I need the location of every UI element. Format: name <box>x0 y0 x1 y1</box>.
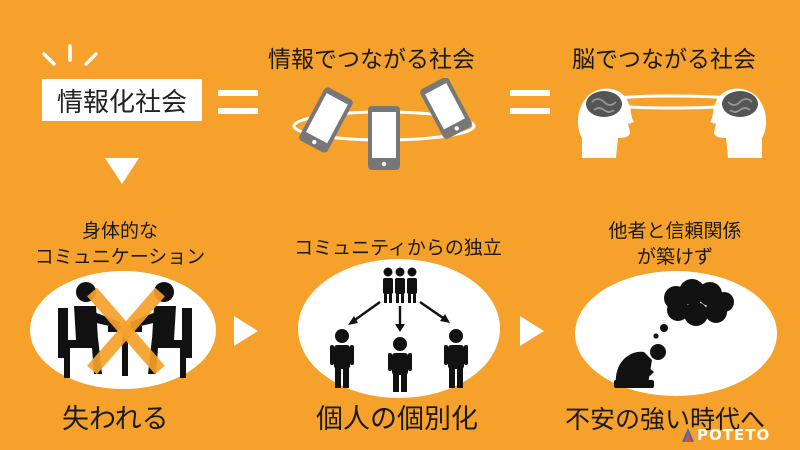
right-arrow-2 <box>520 316 544 346</box>
equals-sign-1 <box>218 90 258 116</box>
stage2-top-line1: コミュニティからの独立 <box>294 237 502 259</box>
no-contact-illustration <box>58 282 192 378</box>
group-icon <box>383 267 417 303</box>
stage3-top-line2: が築けず <box>636 246 713 268</box>
anxious-person-illustration <box>614 279 734 388</box>
stage3-top-line1: 他者と信頼関係 <box>608 220 742 242</box>
stage2-bottom-label: 個人の個別化 <box>316 404 478 435</box>
stage3-bottom-label: 不安の強い時代へ <box>565 405 766 434</box>
equals-sign-2 <box>510 90 550 116</box>
right-arrow-1 <box>234 316 258 346</box>
stage1-top-line1: 身体的な <box>81 220 158 242</box>
brain-icon <box>722 91 758 117</box>
thought-cloud-icon <box>653 279 734 339</box>
person-icon <box>444 329 468 388</box>
person-icon <box>614 344 666 388</box>
stage1-bottom-label: 失われる <box>62 404 169 435</box>
info-connected-heading: 情報でつながる社会 <box>268 47 475 73</box>
stage1-top-line2: コミュニケーション <box>34 246 206 268</box>
head-icon <box>577 88 634 158</box>
connected-brains-illustration <box>577 88 767 158</box>
cross-icon <box>87 287 165 375</box>
connected-phones-illustration <box>292 78 476 170</box>
person-icon <box>330 329 354 388</box>
head-icon <box>710 88 767 158</box>
spark-icon <box>42 44 98 66</box>
phone-icon <box>299 87 353 153</box>
stage3-top-label: 他者と信頼関係 が築けず <box>568 218 782 270</box>
poteto-logo: POTETO <box>682 426 770 444</box>
individualization-illustration <box>330 267 468 392</box>
poteto-logo-text: POTETO <box>697 426 771 444</box>
stage1-top-label: 身体的な コミュニケーション <box>20 218 220 270</box>
brain-connected-heading: 脳でつながる社会 <box>572 47 756 73</box>
info-society-label: 情報化社会 <box>42 79 202 121</box>
down-arrow <box>105 158 139 184</box>
phone-icon <box>368 106 400 170</box>
poteto-logo-icon <box>682 428 694 442</box>
person-icon <box>388 337 412 392</box>
phone-icon <box>420 78 472 139</box>
brain-icon <box>586 91 622 117</box>
stage2-top-label: コミュニティからの独立 <box>268 235 528 261</box>
